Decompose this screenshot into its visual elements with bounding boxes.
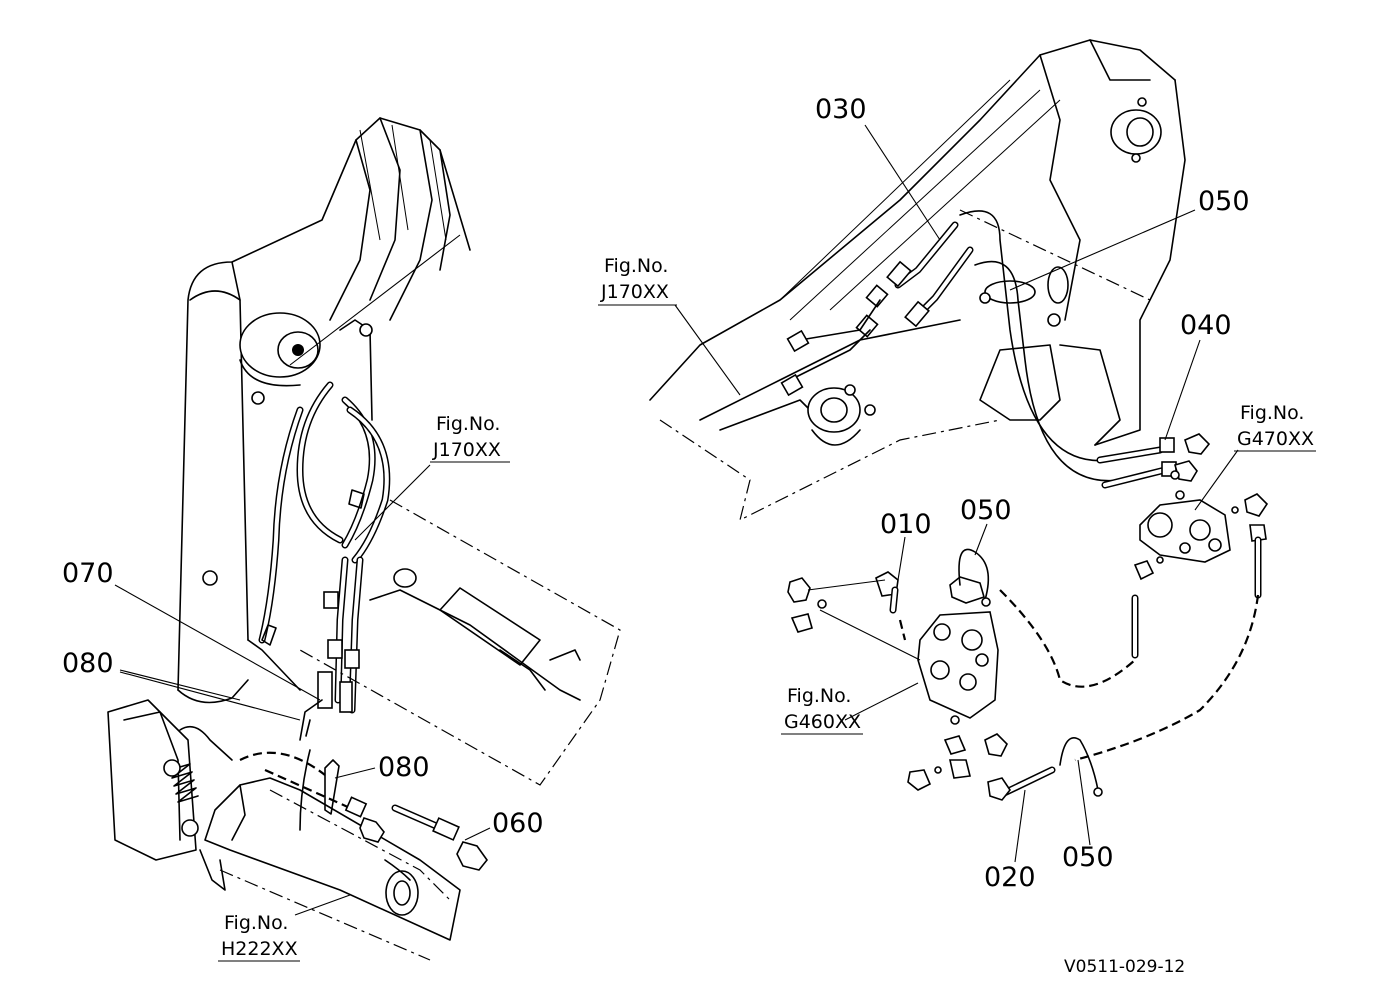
label-010: 010 bbox=[880, 509, 932, 540]
label-080-upper: 080 bbox=[62, 648, 114, 679]
figref-j170-right-line1: Fig.No. bbox=[604, 255, 668, 277]
figref-g470-line1: Fig.No. bbox=[1240, 402, 1304, 424]
figref-g460: Fig.No. G460XX bbox=[781, 685, 863, 735]
label-050-top: 050 bbox=[1198, 186, 1250, 217]
valve-g470 bbox=[1131, 449, 1269, 659]
label-050-bottom: 050 bbox=[1062, 842, 1114, 873]
label-020: 020 bbox=[984, 862, 1036, 893]
figref-g470: Fig.No. G470XX bbox=[1234, 402, 1316, 452]
figref-j170-left-line2: J170XX bbox=[432, 439, 501, 461]
figref-j170-right: Fig.No. J170XX bbox=[598, 255, 677, 306]
figref-h222-line2: H222XX bbox=[221, 938, 298, 960]
label-030: 030 bbox=[815, 94, 867, 125]
figref-g460-line1: Fig.No. bbox=[787, 685, 851, 707]
figref-g460-line2: G460XX bbox=[784, 711, 861, 733]
label-080-lower: 080 bbox=[378, 752, 430, 783]
figref-h222: Fig.No. H222XX bbox=[218, 912, 300, 962]
label-050-mid: 050 bbox=[960, 495, 1012, 526]
figref-h222-line1: Fig.No. bbox=[224, 912, 288, 934]
figref-g470-line2: G470XX bbox=[1237, 428, 1314, 450]
right-boom-assembly bbox=[649, 39, 1211, 522]
valve-g460 bbox=[787, 523, 1260, 863]
left-boom-assembly bbox=[107, 117, 621, 961]
label-040: 040 bbox=[1180, 310, 1232, 341]
figref-j170-left-line1: Fig.No. bbox=[436, 413, 500, 435]
label-060: 060 bbox=[492, 808, 544, 839]
drawing-code: V0511-029-12 bbox=[1064, 957, 1185, 977]
figref-j170-left: Fig.No. J170XX bbox=[430, 413, 510, 463]
label-070: 070 bbox=[62, 558, 114, 589]
figref-j170-right-line2: J170XX bbox=[600, 281, 669, 303]
